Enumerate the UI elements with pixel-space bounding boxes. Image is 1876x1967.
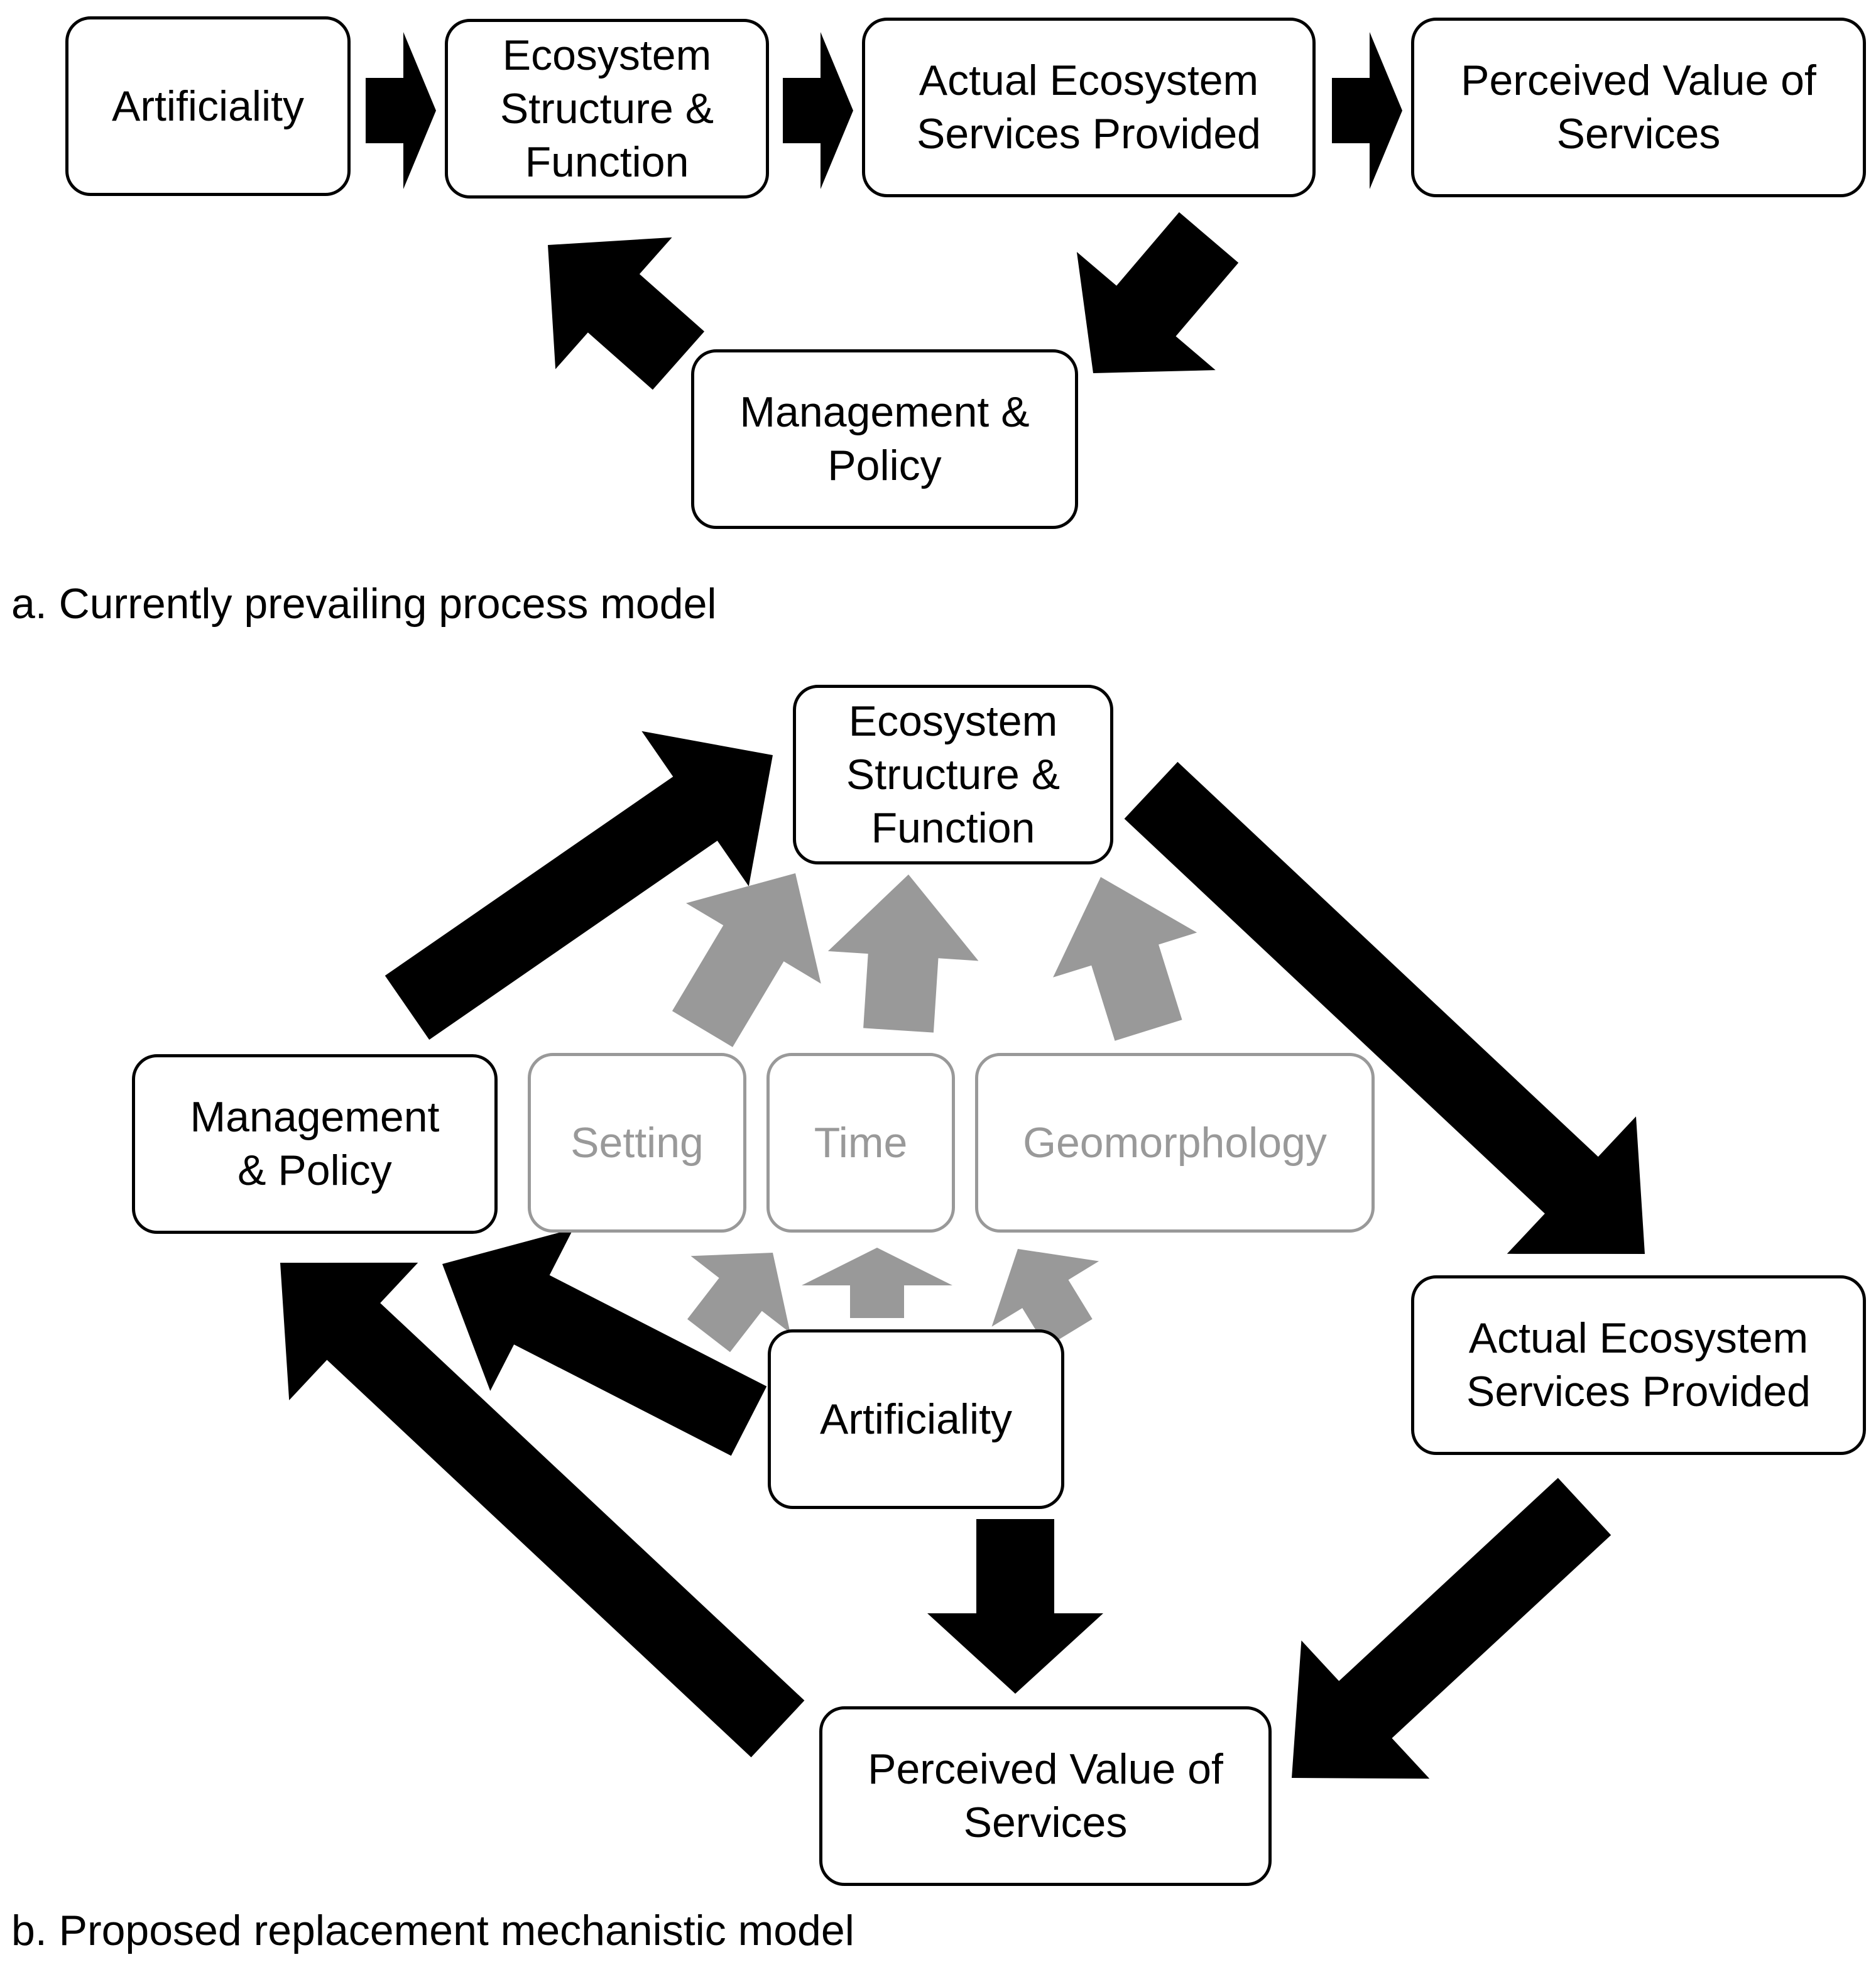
node-b-time: Time bbox=[766, 1053, 955, 1233]
arrow-b-artificiality-to-time bbox=[802, 1248, 952, 1318]
node-b-perceived-value: Perceived Value of Services bbox=[819, 1706, 1272, 1886]
node-b-ecosystem-label: Ecosystem Structure & Function bbox=[846, 697, 1061, 852]
arrow-b-management-to-ecosystem bbox=[384, 731, 773, 1040]
node-b-geomorphology-label: Geomorphology bbox=[1023, 1118, 1327, 1167]
node-b-ecosystem: Ecosystem Structure & Function bbox=[793, 685, 1113, 864]
node-b-perceived-value-label: Perceived Value of Services bbox=[868, 1745, 1223, 1846]
arrow-a-ecosystem-to-actual bbox=[783, 32, 853, 189]
arrow-a-actual-to-management bbox=[1076, 212, 1239, 373]
arrow-b-geomorphology-to-ecosystem bbox=[1053, 877, 1197, 1041]
node-b-time-label: Time bbox=[814, 1118, 908, 1167]
node-a-management: Management & Policy bbox=[691, 349, 1078, 529]
arrow-b-ecosystem-to-actual bbox=[1124, 761, 1645, 1254]
node-b-actual-services: Actual Ecosystem Services Provided bbox=[1411, 1275, 1866, 1455]
caption-b: b. Proposed replacement mechanistic mode… bbox=[11, 1907, 854, 1954]
arrow-b-time-to-ecosystem bbox=[827, 875, 979, 1033]
node-a-artificiality: Artificiality bbox=[65, 16, 351, 196]
node-a-management-label: Management & Policy bbox=[739, 388, 1030, 489]
arrow-b-artificiality-to-perceived bbox=[927, 1519, 1103, 1694]
arrow-b-setting-to-ecosystem bbox=[672, 873, 821, 1047]
node-b-artificiality: Artificiality bbox=[768, 1329, 1064, 1509]
node-a-actual-services: Actual Ecosystem Services Provided bbox=[862, 18, 1316, 197]
node-b-setting: Setting bbox=[528, 1053, 746, 1233]
arrow-a-artificiality-to-ecosystem bbox=[366, 32, 436, 189]
node-b-management: Management & Policy bbox=[132, 1054, 498, 1234]
arrow-b-actual-to-perceived bbox=[1292, 1478, 1612, 1779]
node-a-ecosystem: Ecosystem Structure & Function bbox=[445, 19, 769, 199]
node-b-actual-services-label: Actual Ecosystem Services Provided bbox=[1466, 1314, 1811, 1415]
node-a-perceived-value-label: Perceived Value of Services bbox=[1461, 57, 1816, 158]
arrow-a-actual-to-perceived bbox=[1332, 32, 1402, 189]
arrow-a-management-to-ecosystem bbox=[548, 237, 705, 390]
caption-a: a. Currently prevailing process model bbox=[11, 580, 717, 628]
node-b-artificiality-label: Artificiality bbox=[819, 1395, 1013, 1443]
node-a-ecosystem-label: Ecosystem Structure & Function bbox=[499, 31, 714, 186]
arrow-b-perceived-to-management bbox=[280, 1262, 805, 1758]
node-b-geomorphology: Geomorphology bbox=[975, 1053, 1375, 1233]
arrow-b-artificiality-to-geomorphology bbox=[991, 1249, 1099, 1348]
node-a-artificiality-label: Artificiality bbox=[111, 82, 305, 130]
node-b-setting-label: Setting bbox=[570, 1118, 704, 1167]
node-a-actual-services-label: Actual Ecosystem Services Provided bbox=[916, 57, 1262, 158]
arrow-b-artificiality-to-setting bbox=[687, 1253, 790, 1353]
node-a-perceived-value: Perceived Value of Services bbox=[1411, 18, 1866, 197]
arrow-b-artificiality-to-management bbox=[442, 1228, 767, 1456]
node-b-management-label: Management & Policy bbox=[190, 1093, 440, 1194]
